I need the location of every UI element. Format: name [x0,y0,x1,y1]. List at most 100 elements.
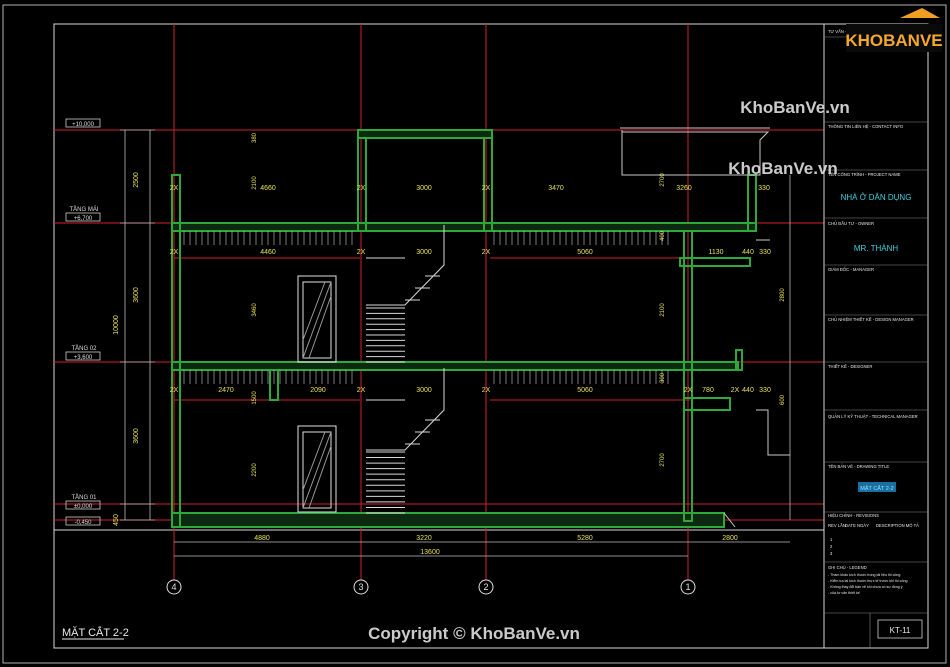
tb-revision-label: HIỆU CHỈNH - REVISIONS [828,513,879,518]
wall-tag: 2X [482,185,491,192]
dim-up-1: 3000 [416,185,432,192]
tb-designer: THIẾT KẾ - DESIGNER [828,364,872,369]
wall-tag: 2X [357,249,366,256]
dim-up-2: 3470 [548,185,564,192]
dim-up-3: 3260 [676,185,692,192]
dim-b-1: 3220 [416,535,432,542]
wall-tag: 2X [170,249,179,256]
watermark-2: KhoBanVe.vn [728,159,838,178]
dim-sv-0: 380 [252,132,258,143]
watermark-1: KhoBanVe.vn [740,98,850,117]
tb-note-3: - của tư vấn thiết kế [828,591,860,595]
tb-contact: THÔNG TIN LIÊN HỆ - CONTACT INFO [828,124,904,129]
tb-note-2: - Không thay đổi bản vẽ khi chưa có sự đ… [828,585,903,589]
dim-v-2: 3600 [133,428,140,444]
tb-drawing-title-label: TÊN BẢN VẼ - DRAWING TITLE [828,464,889,469]
level-tang-mai: +6,700 [74,216,93,222]
mid-dims: 4460 3000 5060 1130 440 330 [260,249,771,256]
wall-tag: 2X [684,387,693,394]
logo: KHOBANVE [845,8,943,52]
tb-owner: MR. THÀNH [854,244,899,253]
small-v-dims: 380 2100 2700 3460 2800 400 2200 300 600… [252,132,786,476]
level-markers: +10,000 TẦNG MÁI +6,700 TẦNG 02 +3,600 T… [65,118,101,526]
tb-sheet: KT-11 [890,626,911,635]
dim-b-2: 5280 [577,535,593,542]
drawing-title: MẶT CẮT 2-2 [62,626,129,639]
axis-bubbles: 4 3 2 1 [166,579,696,595]
dim-up-4: 330 [758,185,770,192]
dim-v-4: 450 [113,514,120,526]
dim-up-0: 4660 [260,185,276,192]
door-upper [297,275,337,363]
outer-frame [2,4,947,664]
dim-sv-7: 300 [660,372,666,383]
dim-low-1: 2090 [310,387,326,394]
stairs [366,225,445,514]
tb-owner-label: CHỦ ĐẦU TƯ - OWNER [828,221,874,226]
tb-director: GIÁM ĐỐC - MANAGER [828,267,874,272]
tb-design-manager: CHỦ NHIỆM THIẾT KẾ - DESIGN MANAGER [828,317,914,322]
dim-total: 13600 [420,549,440,556]
dim-sv-10: 2100 [660,303,666,317]
level-tang-02-label: TẦNG 02 [71,345,97,352]
dim-mid-3: 1130 [708,249,723,256]
dim-sv-11: 2700 [660,453,666,467]
wall-tag: 2X [731,387,740,394]
tb-rev-row-2: 3 [830,551,833,556]
level-ground: -0,450 [74,520,92,526]
dim-mid-5: 330 [759,249,771,256]
wall-tag: 2X [357,185,366,192]
dim-sv-8: 600 [780,394,786,405]
tb-rev-col-2: DESCRIPTION MÔ TẢ [876,523,919,528]
upper-dims: 4660 3000 3470 3260 330 [260,185,770,192]
tb-drawing-title: MẶT CẮT 2-2 [860,484,893,492]
low-dims: 2470 2090 3000 5060 780 440 330 [218,387,771,394]
axis-4: 4 [171,582,176,592]
logo-text: KHOBANVE [845,31,942,50]
dim-v-1: 3600 [133,287,140,303]
dim-sv-1: 2100 [252,176,258,190]
level-tang-01: ±0,000 [74,504,93,510]
dim-sv-5: 400 [660,230,666,241]
wall-tag: 2X [170,185,179,192]
axis-3: 3 [358,582,363,592]
dim-b-0: 4880 [254,535,270,542]
dim-low-4: 780 [702,387,714,394]
dim-low-3: 5060 [577,387,593,394]
axis-1: 1 [685,582,690,592]
door-lower [297,425,337,513]
level-roof: +10,000 [72,122,95,128]
tb-project-label: TÊN CÔNG TRÌNH - PROJECT NAME [828,172,901,177]
tb-rev-col-0: REV LẦN [828,523,846,528]
level-tang-01-label: TẦNG 01 [71,494,97,501]
bottom-dims [174,541,790,557]
level-tang-mai-label: TẦNG MÁI [69,206,98,213]
slab-hatch [183,231,669,384]
tb-rev-col-1: DATE NGÀY [845,523,869,528]
wall-tag: 2X [482,387,491,394]
left-dim-texts: 2500 3600 3600 10000 450 [113,172,140,526]
structure [171,129,757,528]
tb-rev-row-1: 2 [830,544,833,549]
bottom-dim-texts: 4880 3220 5280 2800 13600 [254,535,738,556]
tb-note-0: - Tham khảo kích thước trong tài liệu th… [828,573,900,577]
dim-mid-4: 440 [742,249,754,256]
wall-tag: 2X [170,387,179,394]
tb-note-1: - Kiểm tra lại kích thước thực tế trước … [828,579,907,583]
dim-low-6: 330 [759,387,771,394]
dim-sv-3: 3460 [252,303,258,317]
dim-v-3: 10000 [113,315,120,335]
dim-sv-2: 2700 [660,173,666,187]
axis-2: 2 [483,582,488,592]
wall-tag: 2X [357,387,366,394]
dim-b-3: 2800 [722,535,738,542]
parapet [620,127,790,528]
dim-sv-6: 2200 [252,463,258,477]
dim-low-5: 440 [742,387,754,394]
dim-low-2: 3000 [416,387,432,394]
tb-notes-label: GHI CHÚ - LEGEND [828,565,867,570]
dim-low-0: 2470 [218,387,234,394]
watermark-copyright: Copyright © KhoBanVe.vn [368,624,580,643]
